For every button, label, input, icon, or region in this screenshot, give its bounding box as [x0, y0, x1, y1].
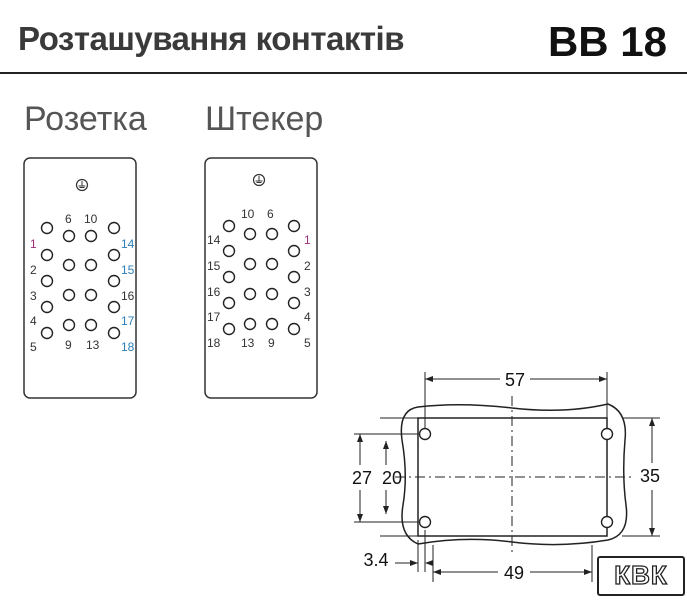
socket-contact [107, 248, 121, 262]
dimension-height-left-inner: 20 [382, 468, 402, 488]
plug-contact [287, 270, 301, 284]
socket-contact [84, 258, 98, 272]
socket-contact [62, 318, 76, 332]
socket-pin-label: 14 [121, 237, 135, 251]
socket-contact [40, 274, 54, 288]
brand-logo-text: КВК [614, 559, 668, 590]
mounting-hole [600, 427, 614, 441]
socket-pin-label: 18 [121, 340, 135, 354]
socket-pin-label: 17 [121, 314, 135, 328]
plug-contact [287, 296, 301, 310]
socket-pin-label: 6 [65, 212, 72, 226]
page-title: Розташування контактів [18, 20, 405, 57]
plug-contact [287, 322, 301, 336]
plug-pin-label: 5 [304, 336, 311, 350]
connector-code: BB 18 [547, 18, 667, 65]
socket-pin-label: 15 [121, 263, 135, 277]
socket-pin-label: 5 [30, 340, 37, 354]
socket-housing [23, 157, 137, 399]
socket-contact [84, 318, 98, 332]
plug-housing [204, 157, 318, 399]
mounting-hole [418, 515, 432, 529]
plug-pin-label: 1 [304, 233, 311, 247]
dimension-offset-bottom-left: 3.4 [363, 550, 388, 570]
mounting-hole [600, 515, 614, 529]
socket-ground-icon [75, 178, 89, 192]
socket-diagram: 1 2 3 4 5 6 9 10 13 14 15 16 17 18 [23, 157, 137, 399]
socket-pin-label: 3 [30, 289, 37, 303]
plug-pin-label: 15 [207, 259, 221, 273]
plug-contact [265, 317, 279, 331]
plug-diagram: 14 15 16 17 18 10 13 6 9 1 2 3 4 5 [204, 157, 318, 399]
plug-pin-label: 4 [304, 310, 311, 324]
socket-contact [62, 229, 76, 243]
socket-contact [107, 221, 121, 235]
plug-pin-label: 2 [304, 259, 311, 273]
socket-contact [40, 300, 54, 314]
socket-contact [107, 326, 121, 340]
plug-pin-label: 14 [207, 233, 221, 247]
socket-pin-label: 10 [84, 212, 98, 226]
socket-contact [107, 300, 121, 314]
plug-contact [222, 322, 236, 336]
socket-contact [84, 288, 98, 302]
header: Розташування контактів BB 18 [0, 0, 687, 75]
plug-contact [243, 287, 257, 301]
socket-contact [40, 248, 54, 262]
plug-pin-label: 3 [304, 285, 311, 299]
plug-contact [243, 317, 257, 331]
dimension-width-bottom: 49 [504, 563, 524, 583]
dimension-width-top: 57 [505, 370, 525, 390]
plug-label: Штекер [205, 100, 324, 138]
socket-pin-label: 13 [86, 338, 100, 352]
socket-pin-label: 4 [30, 314, 37, 328]
plug-pin-label: 13 [241, 336, 255, 350]
mounting-hole [418, 427, 432, 441]
plug-contact [243, 227, 257, 241]
socket-contact [84, 229, 98, 243]
plug-contact [265, 287, 279, 301]
socket-label: Розетка [24, 100, 147, 138]
dimension-height-right: 35 [640, 466, 660, 486]
socket-pin-label: 9 [65, 338, 72, 352]
socket-pin-label: 2 [30, 263, 37, 277]
brand-logo: КВК [597, 556, 685, 596]
plug-contact [265, 257, 279, 271]
plug-pin-label: 17 [207, 310, 221, 324]
socket-contact [107, 274, 121, 288]
plug-ground-icon [252, 173, 266, 187]
socket-contact [40, 221, 54, 235]
plug-contact [265, 227, 279, 241]
socket-contact [62, 288, 76, 302]
plug-contact [222, 296, 236, 310]
dimension-height-left-outer: 27 [352, 468, 372, 488]
plug-pin-label: 10 [241, 207, 255, 221]
plug-contact [287, 244, 301, 258]
flange-outline [400, 403, 628, 546]
socket-pin-label: 16 [121, 289, 135, 303]
plug-contact [243, 257, 257, 271]
plug-contact [222, 219, 236, 233]
plug-contact [222, 270, 236, 284]
plug-pin-label: 9 [268, 336, 275, 350]
cutout-drawing: 57 27 20 35 3.4 49 [352, 370, 660, 583]
plug-pin-label: 6 [267, 207, 274, 221]
plug-contact [222, 244, 236, 258]
header-divider [0, 72, 687, 74]
plug-pin-label: 18 [207, 336, 221, 350]
socket-contact [62, 258, 76, 272]
plug-pin-label: 16 [207, 285, 221, 299]
socket-pin-label: 1 [30, 237, 37, 251]
socket-contact [40, 326, 54, 340]
plug-contact [287, 219, 301, 233]
